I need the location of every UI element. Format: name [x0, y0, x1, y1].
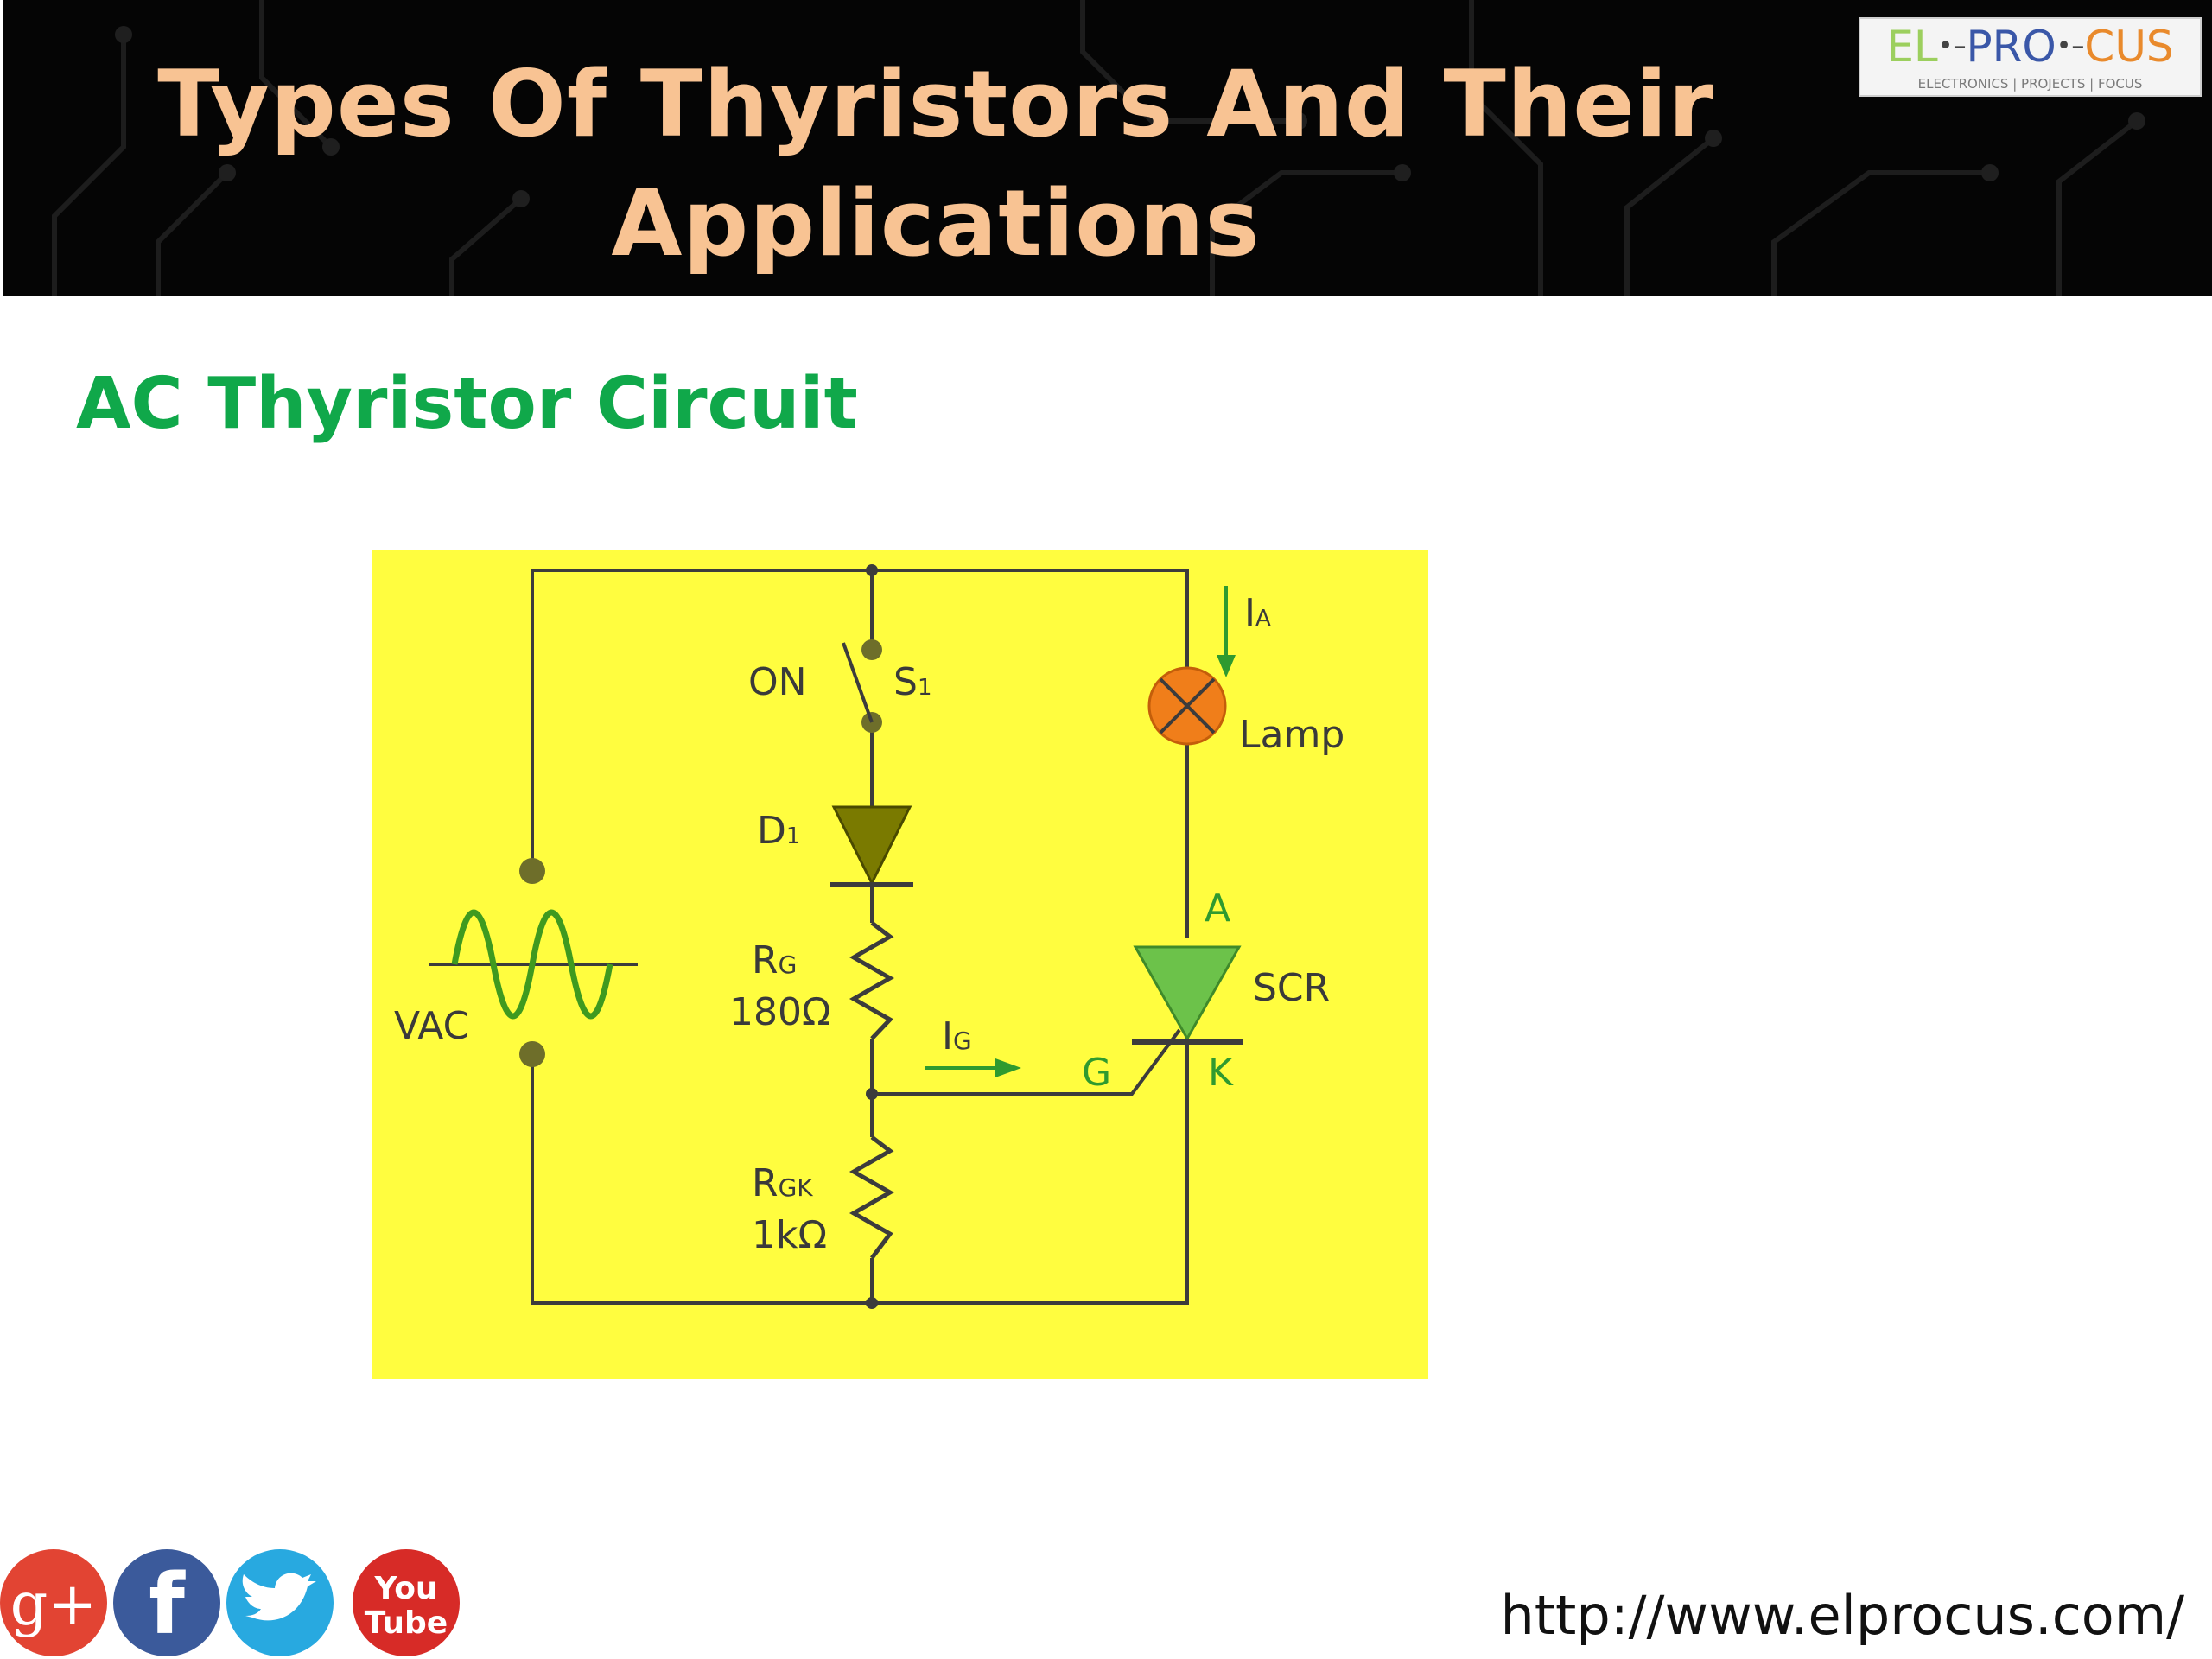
youtube-icon[interactable]: You Tube — [353, 1549, 460, 1656]
facebook-icon[interactable]: f — [113, 1549, 220, 1656]
section-title: AC Thyristor Circuit — [76, 363, 858, 445]
resistor-rg-icon — [849, 921, 895, 1040]
rgk-name-label: RGK — [752, 1161, 813, 1205]
logo-el: EL — [1886, 22, 1938, 72]
gate-current-arrow-icon — [925, 1058, 1021, 1077]
logo-wordmark: EL•–PRO•–CUS — [1860, 21, 2200, 79]
lamp-icon — [1147, 666, 1227, 746]
logo-tagline: ELECTRONICS | PROJECTS | FOCUS — [1917, 76, 2143, 92]
social-links: g+ f You Tube — [0, 1549, 460, 1656]
anode-label: A — [1205, 887, 1230, 931]
anode-current-label: IA — [1244, 591, 1271, 635]
junction-dots — [866, 564, 878, 1309]
switch-name-label: S1 — [893, 660, 931, 704]
google-plus-glyph: g+ — [10, 1571, 98, 1639]
youtube-tube-glyph: Tube — [365, 1605, 448, 1641]
twitter-icon[interactable] — [226, 1549, 334, 1656]
gate-current-label: IG — [942, 1014, 972, 1058]
rg-value-label: 180Ω — [729, 990, 831, 1034]
cathode-label: K — [1208, 1051, 1234, 1095]
anode-current-arrow-icon — [1217, 586, 1236, 677]
title-line-2: Applications — [611, 170, 1261, 276]
logo-dash-icon: •– — [1937, 31, 1967, 61]
lamp-label: Lamp — [1239, 713, 1344, 757]
resistor-rgk-icon — [849, 1135, 895, 1260]
circuit-wires — [531, 569, 1189, 1305]
scr-thyristor-icon — [1132, 945, 1243, 1045]
facebook-glyph: f — [149, 1556, 186, 1653]
ac-thyristor-circuit-diagram: ON S1 IA Lamp D1 RG 180Ω RGK 1kΩ IG — [372, 550, 1428, 1379]
ac-source-icon — [429, 858, 638, 1067]
youtube-you-glyph: You — [373, 1571, 437, 1606]
logo-cus: CUS — [2084, 22, 2174, 72]
rgk-value-label: 1kΩ — [752, 1213, 827, 1257]
circuit-pattern-background — [52, 0, 2145, 296]
diode-label: D1 — [757, 809, 800, 853]
gate-label: G — [1082, 1051, 1111, 1095]
title-line-1: Types Of Thyristors And Their — [157, 51, 1714, 157]
scr-label: SCR — [1253, 966, 1330, 1010]
page-title: Types Of Thyristors And Their Applicatio… — [3, 45, 1869, 283]
switch-s1 — [842, 639, 882, 733]
header-banner: Types Of Thyristors And Their Applicatio… — [3, 0, 2212, 296]
source-label: VAC — [394, 1004, 469, 1048]
twitter-bird-glyph — [242, 1573, 316, 1621]
google-plus-icon[interactable]: g+ — [0, 1549, 107, 1656]
diode-d1-icon — [830, 805, 913, 887]
switch-state-label: ON — [748, 660, 807, 704]
rg-name-label: RG — [752, 938, 797, 982]
logo-pro: PRO — [1966, 22, 2056, 72]
elprocus-logo[interactable]: EL•–PRO•–CUS ELECTRONICS | PROJECTS | FO… — [1859, 17, 2202, 97]
footer-url-link[interactable]: http://www.elprocus.com/ — [1500, 1584, 2184, 1647]
logo-dash-icon: •– — [2056, 31, 2085, 61]
